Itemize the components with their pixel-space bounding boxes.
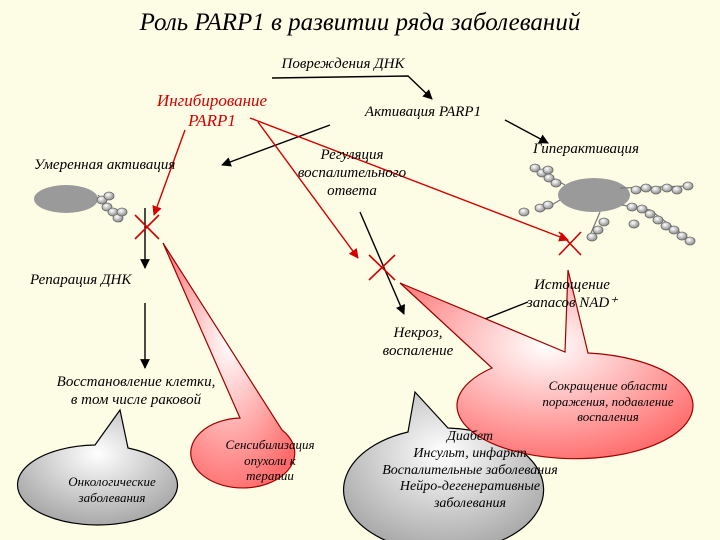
callout-sensitization-shape (162, 242, 296, 489)
node-inhibition: Ингибирование PARP1 (157, 91, 267, 132)
callout-lesion-text: Сокращение области поражения, подавление… (542, 378, 673, 425)
node-regulation-line: Регуляция (320, 147, 384, 163)
node-inhibition-line: PARP1 (188, 111, 236, 131)
callout-sensitization-line: Сенсибилизация (225, 437, 315, 452)
arrow-regulation-to-necrosis (359, 211, 406, 315)
slide-title: Роль PARP1 в развитии ряда заболеваний (139, 9, 581, 36)
node-nad-line: запасов NAD⁺ (526, 295, 618, 311)
callout-lesion-line: Сокращение области (548, 378, 668, 393)
red-arrow-inhibition-to-moderate (152, 129, 186, 216)
block-cross-hyperactivation (558, 231, 582, 256)
node-nad-depletion: Истощение запасов NAD⁺ (527, 276, 617, 312)
callout-oncology-text: Онкологические заболевания (68, 474, 155, 505)
callout-diseases-text: Диабет Инсульт, инфаркт Воспалительные з… (382, 429, 558, 513)
node-dna-repair: Репарация ДНК (30, 272, 132, 288)
callout-oncology-shape (16, 408, 179, 526)
node-regulation-line: воспалительного (297, 165, 407, 181)
node-nad-line: Истощение (534, 277, 610, 293)
parp1-hyperactivation-icon (518, 163, 696, 246)
callout-lesion-shape (399, 269, 694, 460)
node-inhibition-line: Ингибирование (156, 91, 268, 110)
node-moderate-activation: Умеренная активация (34, 157, 176, 173)
node-dna-damage: Повреждения ДНК (281, 56, 405, 72)
node-hyperactivation: Гиперактивация (533, 141, 639, 157)
callout-diseases-line: Воспалительные заболевания (382, 462, 558, 478)
node-activation: Активация PARP1 (364, 104, 482, 120)
parp1-moderate-icon (34, 185, 128, 223)
callout-sensitization-line: терапии (246, 468, 294, 484)
block-cross-regulation (368, 254, 396, 281)
callout-diseases-line: Нейро-дегенеративные (399, 479, 541, 495)
node-necrosis-line: воспаление (382, 343, 454, 359)
arrow-activation-to-moderate (221, 124, 331, 167)
node-regulation-line: ответа (327, 183, 377, 199)
callout-diseases-line: Инсульт, инфаркт (413, 445, 527, 461)
node-inflammation-regulation: Регуляция воспалительного ответа (298, 146, 406, 200)
node-recovery-line: Восстановление клетки, (56, 374, 216, 390)
callout-diseases-line: Диабет (446, 429, 494, 444)
red-arrow-inhibition-to-hyperactivation (249, 117, 569, 242)
arrow-dna-damage-to-activation (271, 75, 433, 100)
node-recovery-line: в том числе раковой (70, 392, 202, 408)
callout-oncology-line: Онкологические (68, 474, 156, 489)
node-cell-recovery: Восстановление клетки, в том числе раков… (57, 373, 216, 409)
callout-sensitization-line: опухоли к (244, 452, 296, 468)
callout-oncology-line: заболевания (78, 489, 146, 505)
node-necrosis: Некроз, воспаление (383, 324, 454, 360)
node-necrosis-line: Некроз, (393, 325, 443, 341)
block-cross-moderate (134, 214, 160, 240)
callout-sensitization-text: Сенсибилизация опухоли к терапии (225, 437, 314, 484)
red-arrow-inhibition-to-regulation (257, 121, 359, 259)
arrow-activation-to-hyperactivation (504, 119, 549, 144)
callout-diseases-line: заболевания (433, 496, 507, 512)
callout-lesion-line: воспаления (577, 409, 639, 425)
callout-lesion-line: поражения, подавление (542, 393, 674, 409)
